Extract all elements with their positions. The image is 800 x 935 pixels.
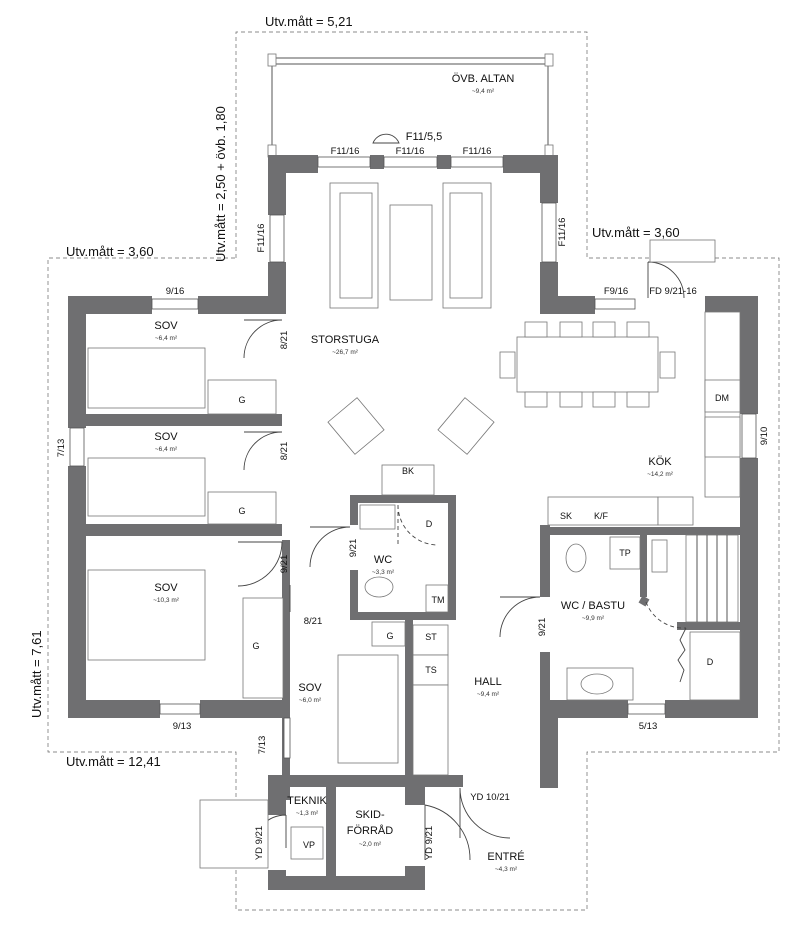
area-sov-4: ~6,0 m² (299, 697, 322, 704)
doors (237, 239, 716, 861)
room-teknik: TEKNIK (287, 795, 327, 807)
label-d-wc: D (426, 519, 433, 529)
label-tm: TM (432, 595, 445, 605)
label-tp: TP (619, 548, 631, 558)
label-9-13: 9/13 (173, 721, 192, 732)
room-storstuga: STORSTUGA (311, 334, 380, 346)
label-8-21-b: 8/21 (279, 442, 290, 461)
room-labels: ÖVB. ALTAN ~9,4 m² STORSTUGA ~26,7 m² SO… (153, 73, 674, 873)
dimension-outlines (47, 31, 780, 911)
dim-left-side: Utv.mått = 7,61 (29, 630, 44, 718)
label-f11-55: F11/5,5 (406, 131, 443, 143)
room-skidforrad-2: FÖRRÅD (347, 824, 394, 837)
dim-top: Utv.mått = 5,21 (265, 14, 353, 29)
area-skidforrad: ~2,0 m² (359, 841, 382, 848)
veranda (267, 53, 554, 158)
label-dm: DM (715, 393, 729, 403)
area-kok: ~14,2 m² (647, 471, 674, 478)
label-yd-9-21-teknik: YD 9/21 (254, 826, 265, 860)
label-8-21-sov4: 8/21 (304, 616, 323, 627)
dim-left-wing: Utv.mått = 3,60 (66, 244, 154, 259)
label-f11-16-right: F11/16 (557, 218, 568, 247)
label-f11-16-left: F11/16 (256, 224, 267, 253)
room-sov-2: SOV (154, 431, 178, 443)
room-sov-4: SOV (298, 682, 322, 694)
area-sov-2: ~6,4 m² (155, 446, 178, 453)
label-f11-16-a: F11/16 (331, 146, 360, 157)
room-wc-bastu: WC / BASTU (561, 600, 625, 612)
label-f9-16: F9/16 (604, 286, 628, 297)
dim-left-vertical: Utv.mått = 2,50 + övb. 1,80 (213, 106, 228, 262)
label-kf: K/F (594, 511, 609, 521)
area-storstuga: ~26,7 m² (332, 349, 359, 356)
label-9-21-sov3: 9/21 (279, 555, 290, 574)
label-5-13: 5/13 (639, 721, 658, 732)
label-9-21-wc: 9/21 (348, 539, 359, 558)
label-9-16: 9/16 (166, 286, 185, 297)
dim-right-wing: Utv.mått = 3,60 (592, 225, 680, 240)
label-ts: TS (425, 665, 437, 675)
label-yd-9-21-skid: YD 9/21 (424, 826, 435, 860)
area-entre: ~4,3 m² (495, 866, 518, 873)
area-wc: ~3,3 m² (372, 569, 395, 576)
label-8-21-a: 8/21 (279, 331, 290, 350)
label-d-bastu: D (707, 657, 714, 667)
label-fd-9-21-16: FD 9/21-16 (649, 286, 697, 297)
label-g-2: G (238, 506, 245, 516)
fixture-labels: G G G G BK DM SK K/F D TM TP D ST TS VP (238, 393, 729, 850)
walls (68, 155, 758, 890)
label-g-1: G (238, 395, 245, 405)
furniture (87, 182, 741, 869)
room-wc: WC (374, 554, 392, 566)
label-9-10: 9/10 (759, 427, 770, 446)
room-skidforrad-1: SKID- (355, 809, 385, 821)
windows (69, 133, 757, 759)
area-ovb-altan: ~9,4 m² (472, 88, 495, 95)
label-f11-16-c: F11/16 (463, 146, 492, 157)
room-kok: KÖK (648, 456, 672, 468)
area-wc-bastu: ~9,9 m² (582, 615, 605, 622)
label-vp: VP (303, 840, 315, 850)
label-st: ST (425, 632, 437, 642)
room-entre: ENTRÉ (487, 850, 524, 863)
room-ovb-altan: ÖVB. ALTAN (452, 73, 515, 85)
room-sov-3: SOV (154, 582, 178, 594)
label-bk: BK (402, 466, 414, 476)
label-9-21-bastu: 9/21 (537, 618, 548, 637)
label-f11-16-b: F11/16 (396, 146, 425, 157)
room-sov-1: SOV (154, 320, 178, 332)
area-teknik: ~1,3 m² (296, 810, 319, 817)
label-7-13-left: 7/13 (56, 439, 67, 458)
dim-bottom: Utv.mått = 12,41 (66, 754, 161, 769)
label-sk: SK (560, 511, 572, 521)
label-g-3: G (252, 641, 259, 651)
label-7-13-sov: 7/13 (257, 736, 268, 755)
area-sov-1: ~6,4 m² (155, 335, 178, 342)
opening-labels: F11/5,5 F11/16 F11/16 F11/16 F11/16 F11/… (56, 131, 770, 860)
label-g-4: G (386, 631, 393, 641)
label-yd-10-21: YD 10/21 (470, 792, 510, 803)
area-sov-3: ~10,3 m² (153, 597, 180, 604)
area-hall: ~9,4 m² (477, 691, 500, 698)
room-hall: HALL (474, 676, 502, 688)
